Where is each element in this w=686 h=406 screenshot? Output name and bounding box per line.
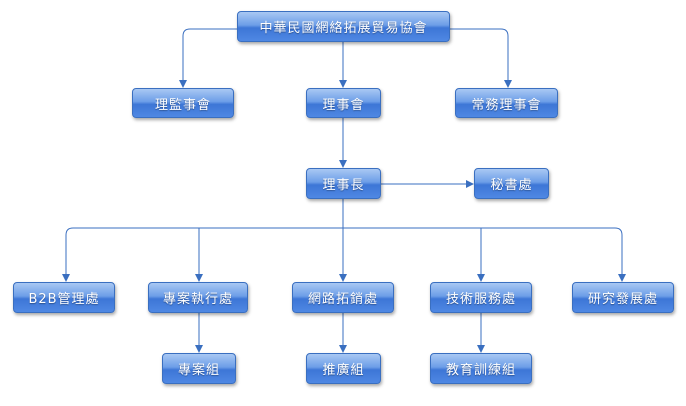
association-node: 中華民國網絡拓展貿易協會 [237,11,450,42]
standing-board-node: 常務理事會 [455,88,558,118]
board-of-directors-node: 理事會 [306,88,381,118]
department-research-node: 研究發展處 [572,282,674,313]
department-network-node: 網路拓銷處 [292,282,394,313]
connector-root-standing-board [450,28,512,88]
group-education-node: 教育訓練組 [430,353,532,384]
chairman-node: 理事長 [306,168,381,199]
group-promotion-node: 推廣組 [306,353,381,384]
group-project-node: 專案組 [162,353,236,384]
secretariat-node: 秘書處 [474,168,549,199]
department-tech-node: 技術服務處 [430,282,532,313]
department-project-node: 專案執行處 [148,282,248,313]
department-b2b-node: B2B管理處 [13,282,115,313]
connector-root-supervisors [179,28,237,88]
connector-department-bus [65,227,623,281]
supervisors-council-node: 理監事會 [132,88,234,118]
